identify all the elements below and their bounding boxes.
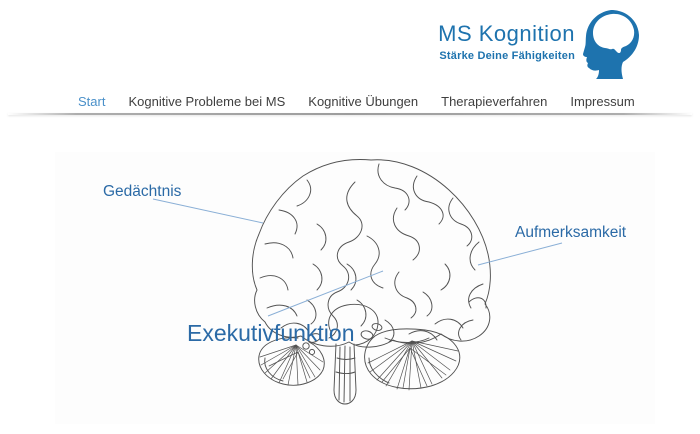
brain-diagram: Gedächtnis Aufmerksamkeit Exekutivfunkti… xyxy=(55,152,655,424)
main-nav: Start Kognitive Probleme bei MS Kognitiv… xyxy=(78,93,635,111)
nav-divider xyxy=(8,113,692,115)
leader-line-gedaechtnis xyxy=(152,198,264,224)
brainstem xyxy=(302,303,383,405)
brain-illustration: Gedächtnis Aufmerksamkeit Exekutivfunkti… xyxy=(103,159,627,405)
leader-line-exekutivfunktion xyxy=(267,270,384,317)
cerebellum-left-folia xyxy=(259,344,324,386)
label-gedaechtnis: Gedächtnis xyxy=(103,183,182,200)
logo-tagline: Stärke Deine Fähigkeiten xyxy=(439,50,575,63)
nav-item-impressum[interactable]: Impressum xyxy=(570,94,635,109)
leader-line-aufmerksamkeit xyxy=(477,242,563,266)
nav-item-kognitive-uebungen[interactable]: Kognitive Übungen xyxy=(308,94,419,109)
logo-text: MS Kognition Stärke Deine Fähigkeiten xyxy=(438,21,575,63)
cerebellum-right xyxy=(364,328,461,390)
head-brain-logo-icon xyxy=(583,10,639,79)
label-aufmerksamkeit: Aufmerksamkeit xyxy=(515,224,627,241)
label-exekutivfunktion: Exekutivfunktion xyxy=(187,320,354,346)
nav-item-start[interactable]: Start xyxy=(78,94,106,109)
cerebrum-outline xyxy=(251,159,491,348)
site-logo[interactable]: MS Kognition Stärke Deine Fähigkeiten xyxy=(340,8,640,86)
cerebellum-right-folia xyxy=(367,340,459,391)
nav-item-therapieverfahren[interactable]: Therapieverfahren xyxy=(441,94,548,109)
logo-title: MS Kognition xyxy=(438,21,575,46)
nav-item-kognitive-probleme-bei-ms[interactable]: Kognitive Probleme bei MS xyxy=(128,94,286,109)
cerebrum-sulci xyxy=(259,163,487,343)
